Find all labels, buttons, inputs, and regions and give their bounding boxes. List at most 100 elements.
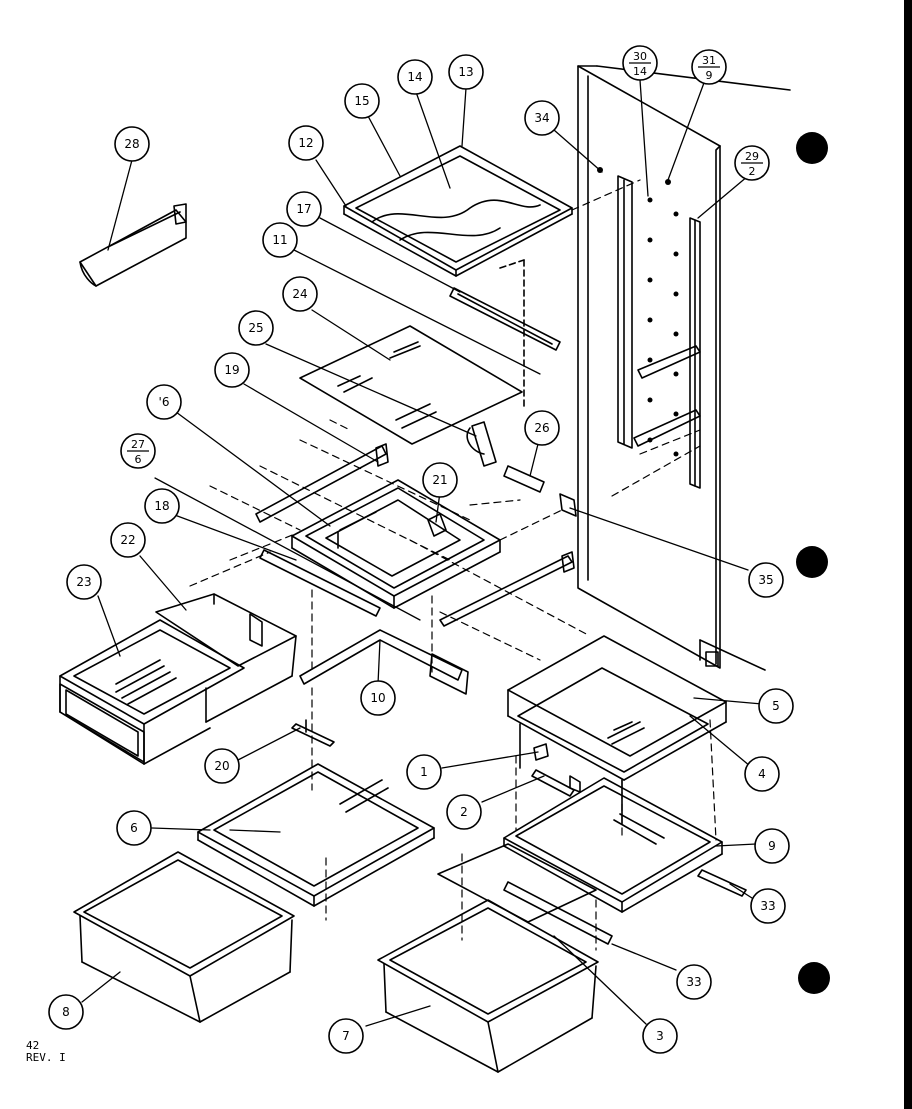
registration-marks xyxy=(796,132,830,994)
part-10-bracket xyxy=(299,629,469,695)
callout-label: 23 xyxy=(76,575,91,589)
callout-circle xyxy=(754,828,790,864)
callout-label: 33 xyxy=(686,975,701,989)
callout-circle xyxy=(144,488,180,524)
callout-circle xyxy=(397,59,433,95)
registration-dot-top xyxy=(796,132,828,164)
callout-1: 1 xyxy=(406,754,442,790)
callout-4: 4 xyxy=(744,756,780,792)
callout-label: 15 xyxy=(354,94,369,108)
callout-8: 8 xyxy=(48,994,84,1030)
callout-11: 11 xyxy=(262,222,298,258)
part-20-slide xyxy=(291,719,335,747)
callout-label: 5 xyxy=(772,699,780,713)
callout-label: 21 xyxy=(432,473,447,487)
callout-22: 22 xyxy=(110,522,146,558)
callout-label: 35 xyxy=(758,573,773,587)
part-26-bracket xyxy=(466,421,545,493)
fraction-top-label: 27 xyxy=(131,438,145,451)
callout-circle xyxy=(448,54,484,90)
callout-9: 9 xyxy=(754,828,790,864)
callout-label: 13 xyxy=(458,65,473,79)
callout-circle xyxy=(406,754,442,790)
callout-circle xyxy=(214,352,250,388)
callout-circle xyxy=(286,191,322,227)
fraction-bottom-label: 6 xyxy=(135,453,142,466)
callout-label: 12 xyxy=(298,136,313,150)
assembly-dash-lines xyxy=(189,179,717,951)
callout-circle xyxy=(116,810,152,846)
liner-holes xyxy=(597,167,679,457)
registration-dot-middle xyxy=(796,546,828,578)
registration-dot-bottom xyxy=(798,962,830,994)
callout-circle xyxy=(114,126,150,162)
callout-14: 14 xyxy=(397,59,433,95)
callout-circle xyxy=(446,794,482,830)
callout-33b: 33 xyxy=(676,964,712,1000)
callout-label: 8 xyxy=(62,1005,70,1019)
callout-3: 3 xyxy=(642,1018,678,1054)
callout-19: 19 xyxy=(214,352,250,388)
callout-6: 6 xyxy=(116,810,152,846)
callout-circle xyxy=(66,564,102,600)
callout-label: 11 xyxy=(272,233,287,247)
callout-circle xyxy=(524,100,560,136)
callout-circle xyxy=(262,222,298,258)
callout-label: 9 xyxy=(768,839,776,853)
revision-label: REV. I xyxy=(26,1051,66,1064)
callout-20: 20 xyxy=(204,748,240,784)
callout-2: 2 xyxy=(446,794,482,830)
callout-10: 10 xyxy=(360,680,396,716)
callout-circle xyxy=(146,384,182,420)
callout-circle xyxy=(282,276,318,312)
callout-18: 18 xyxy=(144,488,180,524)
callout-label: 1 xyxy=(420,765,428,779)
callout-5: 5 xyxy=(758,688,794,724)
part-35-clip xyxy=(559,493,577,517)
shelf-rail-right-lower xyxy=(439,551,575,627)
callout-label: '6 xyxy=(159,395,170,409)
fraction-callout-31: 319 xyxy=(691,49,727,85)
part-28-bin xyxy=(79,203,187,287)
callout-circle xyxy=(744,756,780,792)
callout-12: 12 xyxy=(288,125,324,161)
callout-circle xyxy=(642,1018,678,1054)
fraction-top-label: 29 xyxy=(745,150,759,163)
callout-23: 23 xyxy=(66,564,102,600)
callout-label: 4 xyxy=(758,767,766,781)
top-shelf xyxy=(343,145,573,277)
callout-label: 34 xyxy=(534,111,549,125)
callout-circle xyxy=(676,964,712,1000)
scan-edge-bar xyxy=(904,0,912,1109)
callout-circle xyxy=(750,888,786,924)
fraction-callout-29: 292 xyxy=(734,145,770,181)
callout-circle xyxy=(360,680,396,716)
callout-circle xyxy=(344,83,380,119)
crisper-22 xyxy=(155,593,297,723)
crisper-cover-6 xyxy=(197,763,435,907)
shelf-rail-left xyxy=(617,175,633,449)
callout-circle xyxy=(328,1018,364,1054)
callout-circle xyxy=(238,310,274,346)
fraction-bottom-label: 14 xyxy=(633,65,647,78)
fraction-callout-27: 276 xyxy=(120,433,156,469)
callout-13: 13 xyxy=(448,54,484,90)
callout-label: 6 xyxy=(130,821,138,835)
callout-35: 35 xyxy=(748,562,784,598)
callout-circle xyxy=(288,125,324,161)
callout-label: 28 xyxy=(124,137,139,151)
callout-label: 20 xyxy=(214,759,229,773)
callout-label: 2 xyxy=(460,805,468,819)
liner-brackets xyxy=(633,345,701,447)
callout-28: 28 xyxy=(114,126,150,162)
callout-33a: 33 xyxy=(750,888,786,924)
callout-label: 17 xyxy=(296,202,311,216)
callout-circle xyxy=(748,562,784,598)
callout-label: 19 xyxy=(224,363,239,377)
callout-label: 26 xyxy=(534,421,549,435)
crisper-cover-9 xyxy=(503,777,723,913)
page-footer: 42 REV. I xyxy=(26,1040,66,1064)
callout-circle xyxy=(524,410,560,446)
